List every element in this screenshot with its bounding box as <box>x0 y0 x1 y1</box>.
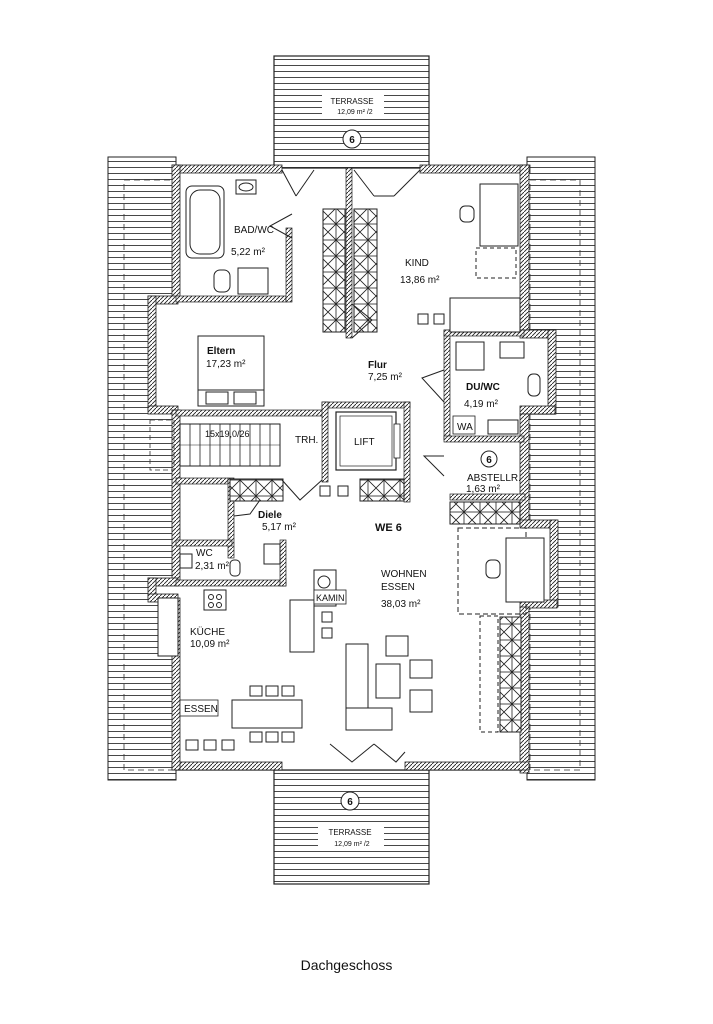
room-bad-area: 5,22 m² <box>231 247 266 258</box>
room-wohnen-area: 38,03 m² <box>381 599 421 610</box>
dining-furniture <box>185 685 303 751</box>
room-bad-name: BAD/WC <box>234 225 274 236</box>
room-wohnen-name: WOHNEN <box>381 569 427 580</box>
terrace-top-name: TERRASSE <box>330 97 373 106</box>
room-trh-name: TRH. <box>295 435 318 446</box>
terrace-bottom-marker: 6 <box>347 797 353 808</box>
room-wohnen-name2: ESSEN <box>381 582 415 593</box>
room-diele-name: Diele <box>258 510 282 521</box>
terrace-bottom-name: TERRASSE <box>328 828 371 837</box>
plan-caption: Dachgeschoss <box>300 957 393 973</box>
room-abstell-area: 1,63 m² <box>466 484 501 495</box>
terrace-top-area: 12,09 m² /2 <box>337 109 373 116</box>
room-kind-area: 13,86 m² <box>400 275 440 286</box>
room-eltern-name: Eltern <box>207 346 235 357</box>
room-essen-name: ESSEN <box>184 704 218 715</box>
bedroom-furniture <box>197 335 265 407</box>
stair <box>149 419 281 471</box>
kid-furniture <box>417 183 521 333</box>
roof-slopes <box>107 156 596 781</box>
terrace-bottom-area: 12,09 m² /2 <box>334 841 370 848</box>
room-lift-name: LIFT <box>354 437 375 448</box>
living-furniture <box>319 485 545 733</box>
room-diele-area: 5,17 m² <box>262 522 297 533</box>
room-flur-name: Flur <box>368 360 387 371</box>
labels: TERRASSE 12,09 m² /2 6 TERRASSE 12,09 m²… <box>179 97 521 848</box>
terrace-top <box>273 55 430 169</box>
terrace-bottom <box>273 769 430 885</box>
wardrobes <box>229 208 522 733</box>
unit-label: WE 6 <box>375 522 402 534</box>
abstell-marker: 6 <box>486 455 492 466</box>
room-wc-area: 2,31 m² <box>195 561 230 572</box>
lift-shaft <box>335 411 401 471</box>
room-flur-area: 7,25 m² <box>368 372 403 383</box>
room-kuche-name: KÜCHE <box>190 626 225 638</box>
room-abstell-name: ABSTELLR. <box>467 473 521 484</box>
room-duwc-area: 4,19 m² <box>464 399 499 410</box>
room-kind-name: KIND <box>405 258 429 269</box>
room-kamin-name: KAMIN <box>316 593 345 603</box>
terrace-top-marker: 6 <box>349 135 355 146</box>
room-wc-name: WC <box>196 548 213 559</box>
room-kuche-area: 10,09 m² <box>190 639 230 650</box>
stair-label: 15x19,0/26 <box>205 429 250 439</box>
room-wa-name: WA <box>457 422 473 433</box>
interior-walls <box>175 167 526 587</box>
room-duwc-name: DU/WC <box>466 382 500 393</box>
room-eltern-area: 17,23 m² <box>206 359 246 370</box>
fixtures <box>179 179 541 577</box>
doors <box>233 169 445 763</box>
